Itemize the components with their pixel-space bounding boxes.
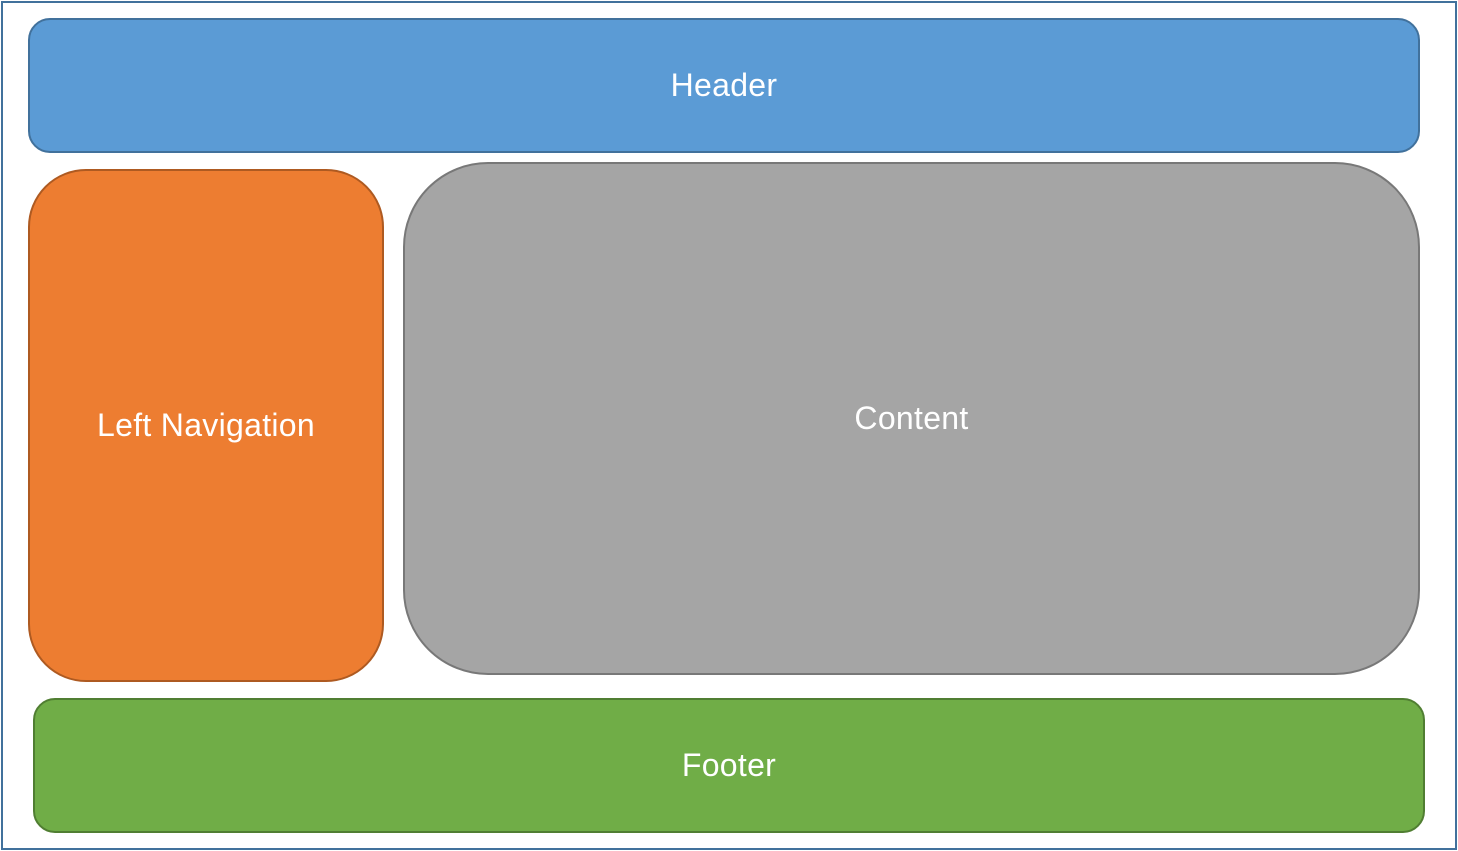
footer-region: Footer [33,698,1425,833]
header-region: Header [28,18,1420,153]
left-navigation-label: Left Navigation [97,407,315,443]
footer-label: Footer [681,747,777,783]
content-region: Content [403,162,1420,675]
left-navigation-region: Left Navigation [28,169,384,682]
content-label: Content [854,400,969,436]
header-label: Header [670,67,778,103]
